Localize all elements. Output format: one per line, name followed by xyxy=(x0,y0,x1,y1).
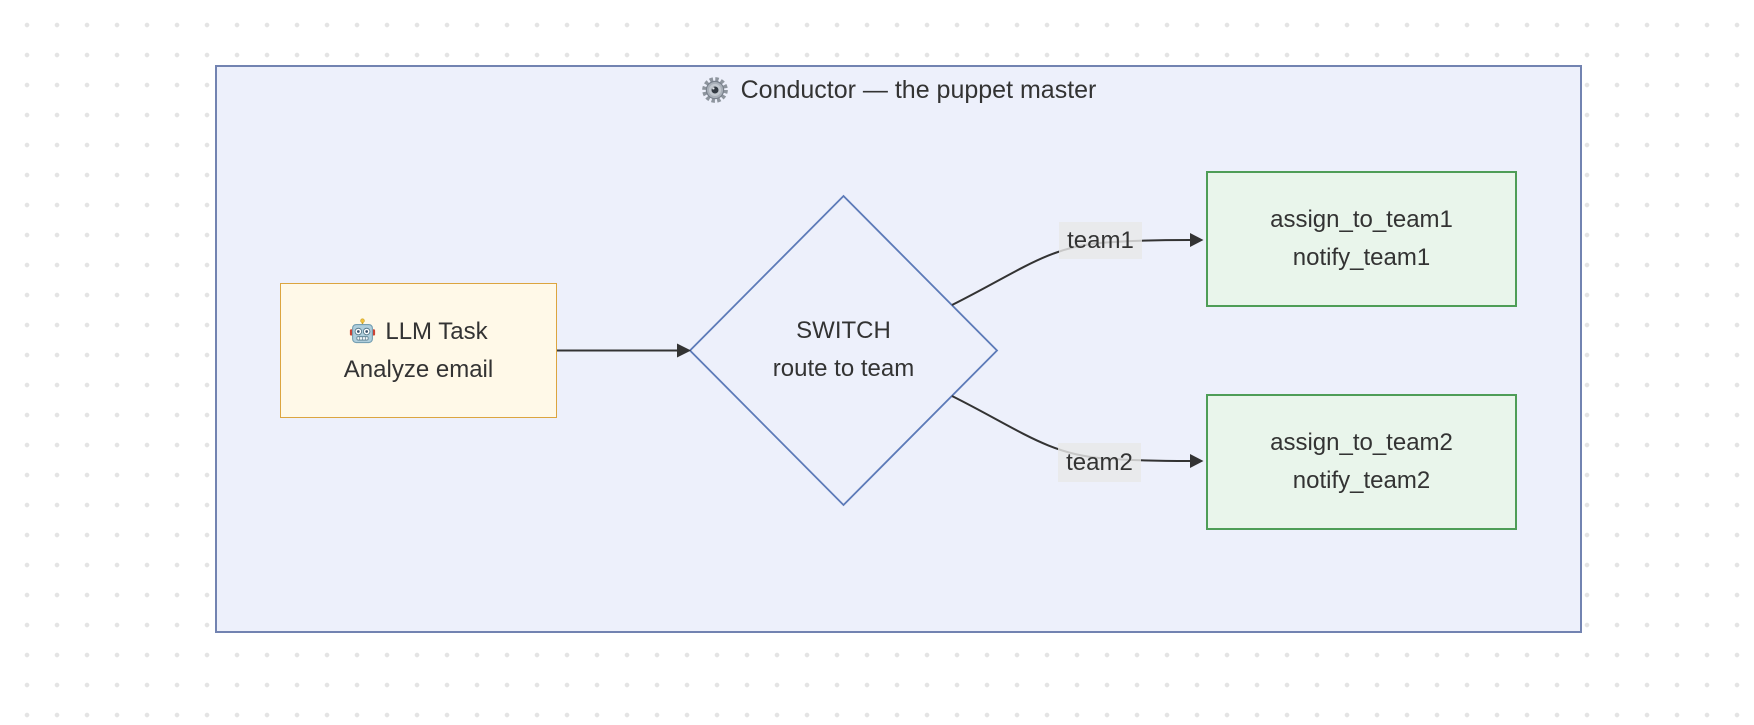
edge-label-team2: team2 xyxy=(1058,443,1141,482)
llm-task-node[interactable]: LLM Task Analyze email xyxy=(280,283,557,418)
cluster-title-text: Conductor — the puppet master xyxy=(740,75,1097,104)
switch-subtitle: route to team xyxy=(772,355,915,382)
llm-task-title: LLM Task xyxy=(385,317,488,345)
llm-task-subtitle: Analyze email xyxy=(343,355,494,383)
team1-line1: assign_to_team1 xyxy=(1270,206,1453,233)
edge-label-team2-text: team2 xyxy=(1066,448,1133,476)
robot-icon xyxy=(349,318,376,345)
switch-title: SWITCH xyxy=(796,317,891,344)
edge-label-team1-text: team1 xyxy=(1067,226,1134,254)
team2-line1: assign_to_team2 xyxy=(1270,429,1453,456)
cluster-title: Conductor — the puppet master xyxy=(217,74,1580,106)
team2-line2: notify_team2 xyxy=(1292,467,1431,494)
switch-node-label: SWITCH route to team xyxy=(743,312,944,388)
team2-node[interactable]: assign_to_team2 notify_team2 xyxy=(1206,394,1517,530)
team1-node[interactable]: assign_to_team1 notify_team1 xyxy=(1206,171,1517,307)
gear-icon xyxy=(701,76,729,104)
edge-label-team1: team1 xyxy=(1059,222,1142,259)
team1-line2: notify_team1 xyxy=(1292,244,1431,271)
llm-task-line1: LLM Task xyxy=(349,313,488,351)
